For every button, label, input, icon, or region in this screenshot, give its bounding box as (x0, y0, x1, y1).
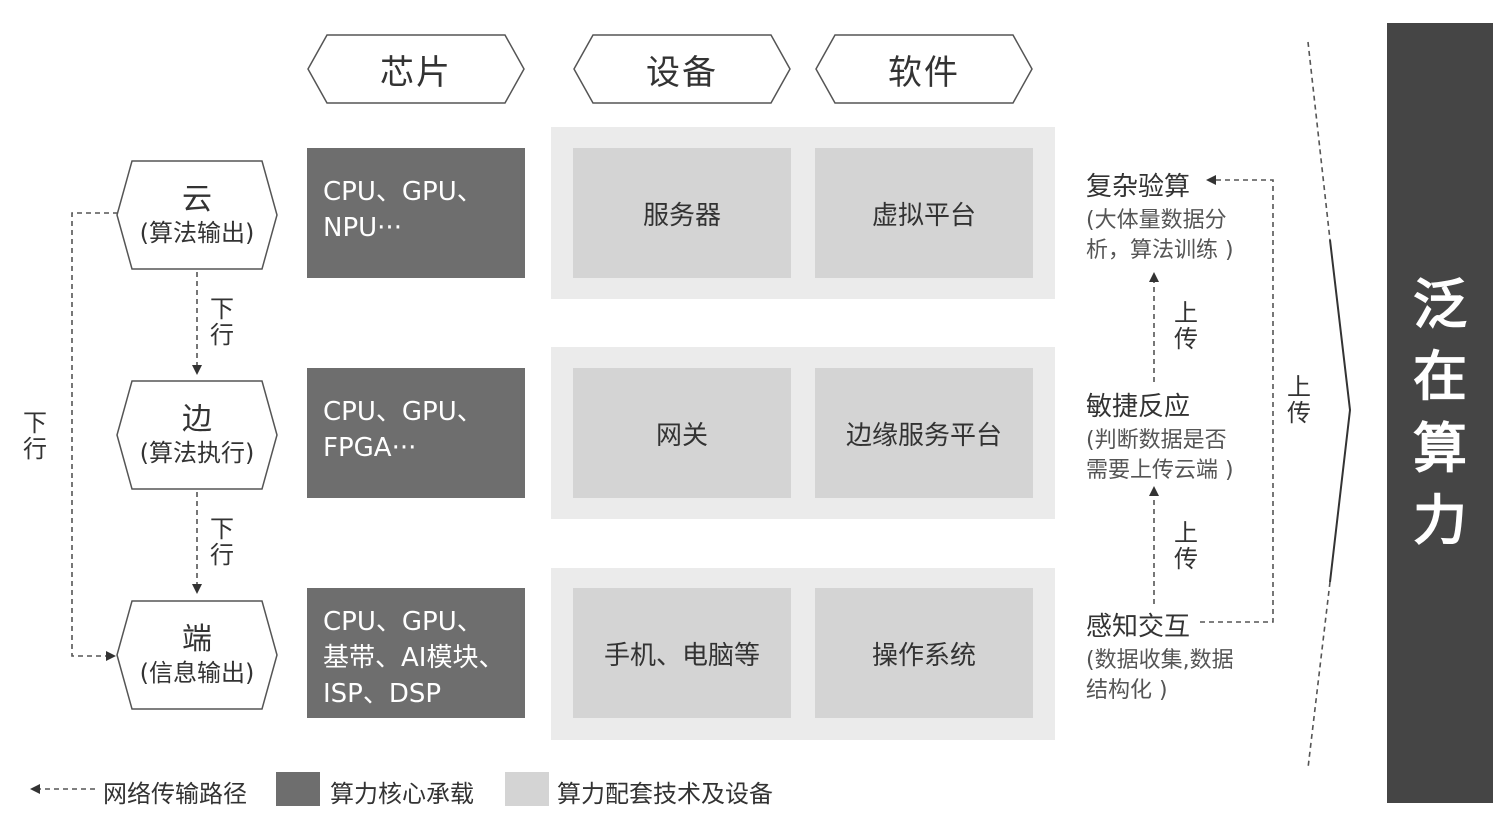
hex-shape (116, 160, 278, 270)
desc-line: (数据收集,数据 (1086, 648, 1234, 673)
summary-char: 泛 (1413, 273, 1467, 336)
desc-line: (大体量数据分 (1086, 208, 1227, 233)
flow-char: 上 (1287, 373, 1311, 401)
function-desc-perception: (数据收集,数据 结构化 ) (1086, 646, 1261, 706)
column-header-software: 软件 (815, 34, 1033, 104)
summary-bar: 泛 在 算 力 (1387, 23, 1493, 803)
function-title-agile-response: 敏捷反应 (1086, 392, 1191, 422)
column-header-software-label: 软件 (888, 52, 960, 93)
flow-label-uplink-terminal-cloud: 上 传 (1284, 374, 1314, 426)
column-header-chip-label: 芯片 (380, 52, 452, 93)
row-name-terminal: 端 (182, 622, 212, 657)
summary-char: 在 (1413, 345, 1467, 408)
column-header-chip: 芯片 (307, 34, 525, 104)
legend-core-label: 算力核心承载 (330, 780, 474, 808)
device-cell-terminal: 手机、电脑等 (573, 588, 791, 718)
desc-line: 需要上传云端 ) (1086, 458, 1234, 483)
flow-char: 传 (1287, 399, 1311, 427)
chip-cell-terminal: CPU、GPU、 基带、AI模块、 ISP、DSP (307, 588, 525, 718)
device-cell-edge: 网关 (573, 368, 791, 498)
flow-char: 传 (1174, 545, 1198, 573)
desc-line: (判断数据是否 (1086, 428, 1227, 453)
flow-char: 上 (1174, 299, 1198, 327)
flow-char: 行 (210, 321, 234, 349)
software-cell-terminal: 操作系统 (815, 588, 1033, 718)
chip-line: CPU、GPU、 (323, 177, 483, 207)
summary-char: 力 (1413, 489, 1467, 552)
chip-cell-edge: CPU、GPU、 FPGA··· (307, 368, 525, 498)
function-desc-complex-compute: (大体量数据分 析，算法训练 ) (1086, 206, 1261, 266)
legend-path-label: 网络传输路径 (103, 780, 247, 808)
software-cell-cloud: 虚拟平台 (815, 148, 1033, 278)
desc-line: 析，算法训练 ) (1086, 238, 1234, 263)
row-role-terminal: (信息输出) (139, 659, 255, 687)
row-role-cloud: (算法输出) (139, 219, 255, 247)
flow-char: 上 (1174, 519, 1198, 547)
flow-label-uplink-edge-cloud: 上 传 (1171, 300, 1201, 352)
column-header-device: 设备 (573, 34, 791, 104)
chip-line: ISP、DSP (323, 679, 442, 709)
desc-line: 结构化 ) (1086, 678, 1168, 703)
chip-cell-cloud: CPU、GPU、 NPU··· (307, 148, 525, 278)
hex-shape (307, 34, 525, 104)
flow-label-downlink-edge-terminal: 下 行 (207, 516, 237, 568)
flow-label-uplink-terminal-edge: 上 传 (1171, 520, 1201, 572)
flow-char: 行 (23, 435, 47, 463)
legend-support-swatch (505, 772, 549, 806)
function-title-complex-compute: 复杂验算 (1086, 172, 1191, 202)
chip-line: NPU··· (323, 213, 402, 243)
flow-char: 下 (23, 409, 47, 437)
row-name-edge: 边 (182, 402, 212, 437)
hex-shape (116, 380, 278, 490)
flow-char: 行 (210, 541, 234, 569)
hex-shape (815, 34, 1033, 104)
function-title-perception: 感知交互 (1086, 612, 1191, 642)
chip-line: CPU、GPU、 (323, 607, 483, 637)
row-label-edge: 边 (算法执行) (116, 380, 278, 490)
column-header-device-label: 设备 (646, 52, 718, 93)
chip-line: FPGA··· (323, 433, 417, 463)
flow-label-downlink-cloud-edge: 下 行 (207, 296, 237, 348)
row-label-cloud: 云 (算法输出) (116, 160, 278, 270)
flow-char: 下 (210, 295, 234, 323)
software-cell-edge: 边缘服务平台 (815, 368, 1033, 498)
legend-core-swatch (276, 772, 320, 806)
flow-char: 传 (1174, 325, 1198, 353)
chip-line: CPU、GPU、 (323, 397, 483, 427)
row-label-terminal: 端 (信息输出) (116, 600, 278, 710)
row-role-edge: (算法执行) (139, 439, 255, 467)
row-name-cloud: 云 (182, 182, 212, 217)
summary-char: 算 (1413, 417, 1467, 480)
legend-support-label: 算力配套技术及设备 (557, 780, 773, 808)
flow-char: 下 (210, 515, 234, 543)
function-desc-agile-response: (判断数据是否 需要上传云端 ) (1086, 426, 1261, 486)
flow-label-downlink-cloud-terminal: 下 行 (20, 410, 50, 462)
hex-shape (116, 600, 278, 710)
device-cell-cloud: 服务器 (573, 148, 791, 278)
chip-line: 基带、AI模块、 (323, 643, 505, 673)
hex-shape (573, 34, 791, 104)
